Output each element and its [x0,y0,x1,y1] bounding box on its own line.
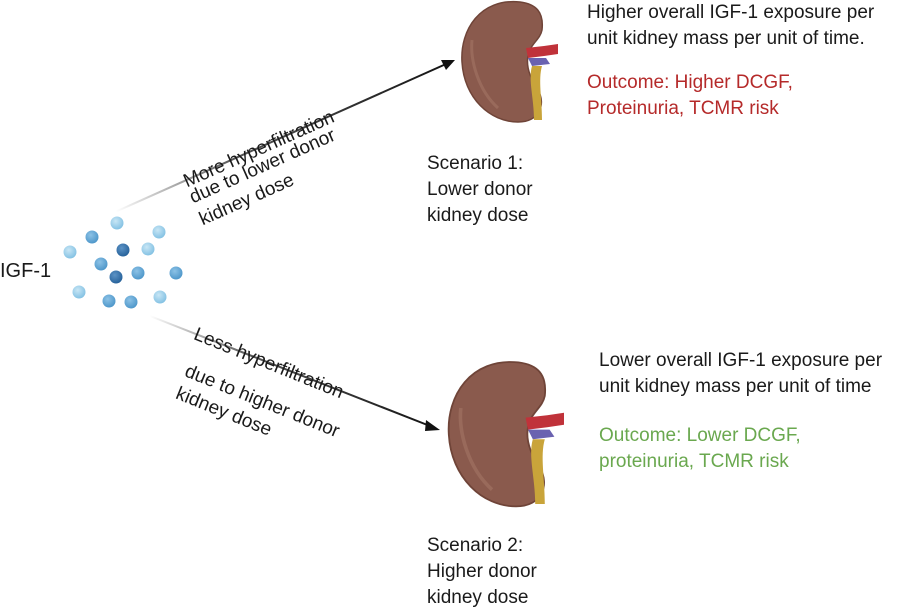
kidney-icon [447,361,564,508]
lower-arrowhead [425,420,440,431]
igf1-particle [94,257,108,271]
igf1-particle [102,294,116,308]
igf1-particle [85,230,99,244]
igf1-particle [169,266,183,280]
igf1-particle [63,245,77,259]
igf1-particle [141,242,155,256]
upper-arrow [114,60,455,213]
scenario-2-exposure: Lower overall IGF-1 exposure per unit ki… [599,350,883,397]
igf1-particle [131,266,145,280]
igf1-particle [152,225,166,239]
igf1-particle [124,295,138,309]
igf1-particle [110,216,124,230]
upper-arrowhead [441,60,455,70]
scenario-1-title: Scenario 1: Lower donor kidney dose [427,153,533,226]
igf1-particles [63,216,183,309]
scenario-2-title: Scenario 2: Higher donor kidney dose [427,535,537,608]
igf1-particle [116,243,130,257]
scenario-2-outcome: Outcome: Lower DCGF, proteinuria, TCMR r… [599,425,801,472]
igf1-particle [72,285,86,299]
igf1-particle [153,290,167,304]
igf1-particle [109,270,123,284]
kidney-icon [461,1,558,123]
scenario-1-exposure: Higher overall IGF-1 exposure per unit k… [587,2,875,49]
igf1-label: IGF-1 [0,260,52,282]
scenario-1-outcome: Outcome: Higher DCGF, Proteinuria, TCMR … [587,72,793,119]
lower-arrow [149,315,440,431]
